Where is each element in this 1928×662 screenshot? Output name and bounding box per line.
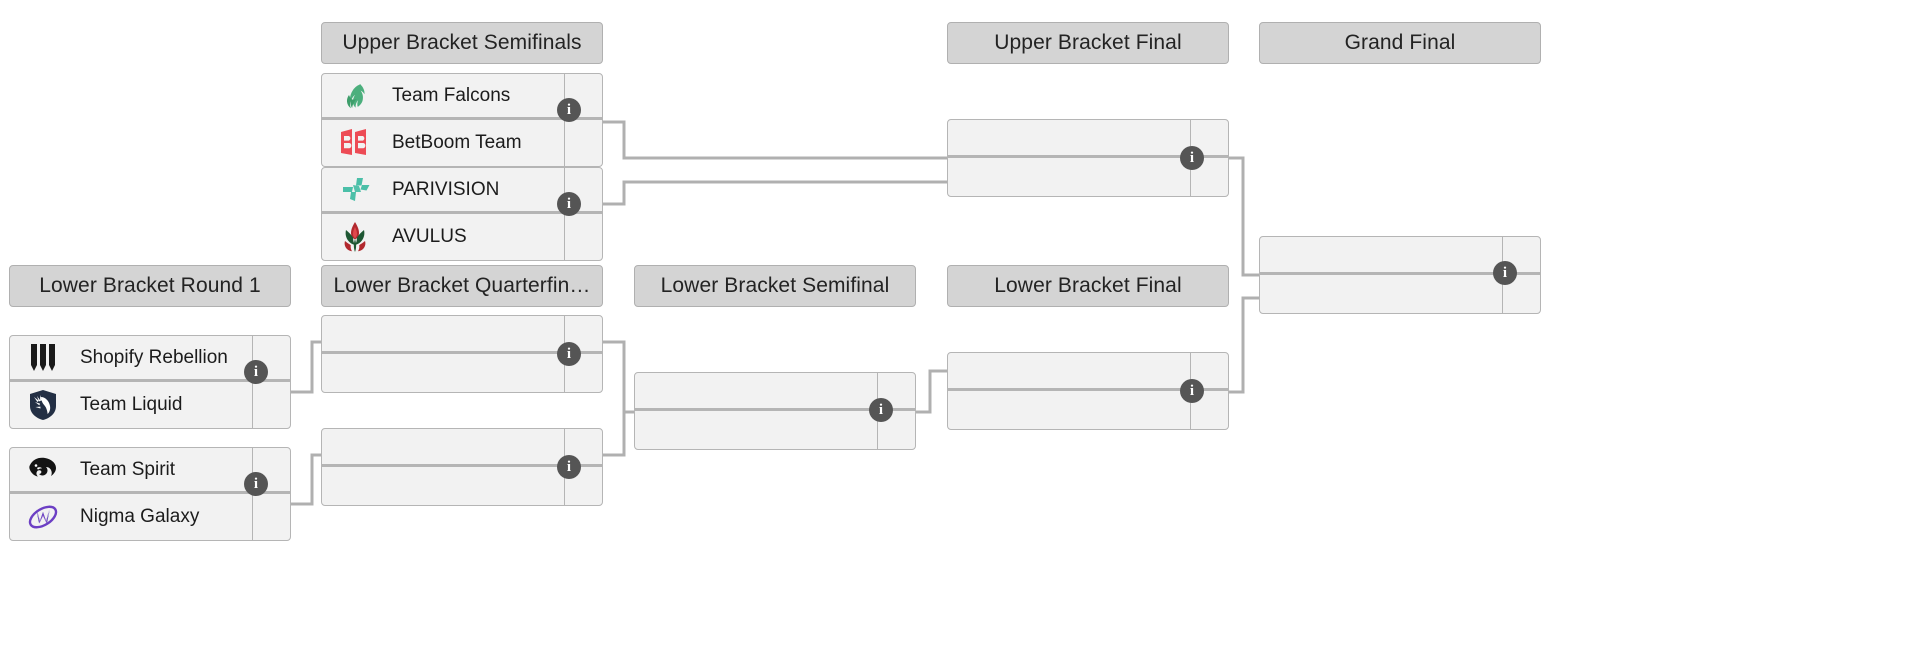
team-name: Shopify Rebellion: [80, 346, 228, 368]
match-team-row[interactable]: BetBoom Team: [322, 120, 602, 166]
parivision-logo: [332, 168, 378, 211]
team-name: Nigma Galaxy: [80, 506, 200, 527]
match-team-row[interactable]: [322, 316, 602, 354]
team-score: [564, 467, 602, 505]
match-team-row[interactable]: [322, 354, 602, 392]
team-score: [564, 429, 602, 464]
team-name: BetBoom Team: [392, 132, 522, 153]
match-box-lbr1-2[interactable]: Team Spirit Nigma Galaxy: [9, 447, 291, 541]
shopify-rebellion-logo: [20, 336, 66, 379]
team-score: [564, 168, 602, 211]
match-info-icon[interactable]: i: [557, 342, 581, 366]
team-name: AVULUS: [392, 226, 467, 247]
team-score: [252, 448, 290, 491]
team-name: Team Spirit: [80, 458, 176, 480]
connector-line: [603, 410, 634, 457]
connector-line: [291, 340, 321, 394]
team-score: [1190, 120, 1228, 155]
match-info-icon[interactable]: i: [557, 192, 581, 216]
match-box-lbqf-2[interactable]: [321, 428, 603, 506]
connector-line: [1229, 296, 1259, 394]
team-score: [1190, 353, 1228, 388]
avulus-logo: [332, 214, 378, 260]
match-info-icon[interactable]: i: [557, 98, 581, 122]
team-score: [252, 382, 290, 428]
round-header-lower-bracket-quarterfinals[interactable]: Lower Bracket Quarterfin…: [321, 265, 603, 307]
team-score: [564, 74, 602, 117]
team-score: [1502, 275, 1540, 313]
match-team-row[interactable]: Nigma Galaxy: [10, 494, 290, 540]
team-score: [877, 411, 915, 449]
team-liquid-logo: [20, 382, 66, 428]
match-team-row[interactable]: [635, 411, 915, 449]
match-team-row[interactable]: [322, 429, 602, 467]
team-name: Team Liquid: [80, 394, 183, 415]
match-box-lbqf-1[interactable]: [321, 315, 603, 393]
match-box-ubsf-1[interactable]: Team Falcons BetBoom Team: [321, 73, 603, 167]
team-score: [564, 120, 602, 166]
match-team-row[interactable]: AVULUS: [322, 214, 602, 260]
match-team-row[interactable]: [1260, 237, 1540, 275]
match-team-row[interactable]: [948, 391, 1228, 429]
team-score: [1190, 391, 1228, 429]
match-team-row[interactable]: [1260, 275, 1540, 313]
match-team-row[interactable]: PARIVISION: [322, 168, 602, 214]
match-team-row[interactable]: Team Spirit: [10, 448, 290, 494]
falcons-logo: [332, 74, 378, 117]
match-info-icon[interactable]: i: [244, 360, 268, 384]
team-spirit-logo: [20, 448, 66, 491]
round-header-upper-bracket-final[interactable]: Upper Bracket Final: [947, 22, 1229, 64]
match-team-row[interactable]: [322, 467, 602, 505]
match-team-row[interactable]: Shopify Rebellion: [10, 336, 290, 382]
match-box-lbr1-1[interactable]: Shopify Rebellion Team Liquid: [9, 335, 291, 429]
match-team-row[interactable]: [948, 353, 1228, 391]
connector-line: [1229, 156, 1259, 277]
team-score: [252, 336, 290, 379]
connector-line: [916, 369, 947, 414]
connector-line: [603, 120, 947, 160]
connector-line: [291, 453, 321, 506]
round-header-grand-final[interactable]: Grand Final: [1259, 22, 1541, 64]
match-info-icon[interactable]: i: [1180, 379, 1204, 403]
round-header-upper-bracket-semifinals[interactable]: Upper Bracket Semifinals: [321, 22, 603, 64]
connector-line: [603, 180, 947, 206]
betboom-logo: [332, 120, 378, 166]
nigma-galaxy-logo: [20, 494, 66, 540]
match-team-row[interactable]: Team Liquid: [10, 382, 290, 428]
team-score: [564, 214, 602, 260]
match-box-ubsf-2[interactable]: PARIVISION AVULUS: [321, 167, 603, 261]
match-team-row[interactable]: Team Falcons: [322, 74, 602, 120]
match-info-icon[interactable]: i: [244, 472, 268, 496]
match-info-icon[interactable]: i: [1493, 261, 1517, 285]
team-score: [564, 316, 602, 351]
match-team-row[interactable]: [635, 373, 915, 411]
round-header-lower-bracket-round-1[interactable]: Lower Bracket Round 1: [9, 265, 291, 307]
team-name: PARIVISION: [392, 178, 500, 200]
connector-line: [603, 340, 634, 414]
team-score: [1190, 158, 1228, 196]
team-name: Team Falcons: [392, 84, 511, 106]
round-header-lower-bracket-final[interactable]: Lower Bracket Final: [947, 265, 1229, 307]
round-header-lower-bracket-semifinal[interactable]: Lower Bracket Semifinal: [634, 265, 916, 307]
match-team-row[interactable]: [948, 158, 1228, 196]
match-info-icon[interactable]: i: [1180, 146, 1204, 170]
team-score: [252, 494, 290, 540]
team-score: [564, 354, 602, 392]
team-score: [1502, 237, 1540, 272]
match-team-row[interactable]: [948, 120, 1228, 158]
match-info-icon[interactable]: i: [557, 455, 581, 479]
match-info-icon[interactable]: i: [869, 398, 893, 422]
team-score: [877, 373, 915, 408]
